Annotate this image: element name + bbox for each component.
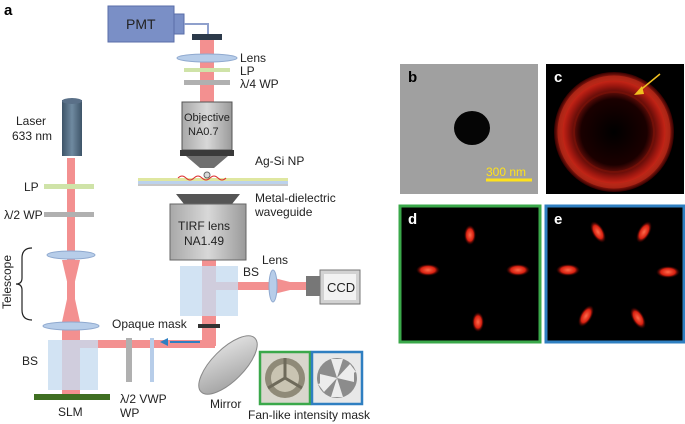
vwp-1 (126, 338, 132, 382)
fan-mask-inset-2 (310, 350, 364, 406)
lens-top-label: Lens (240, 51, 267, 65)
slm (34, 394, 110, 400)
fan-mask-label: Fan-like intensity mask (248, 408, 371, 422)
panel-c-letter: c (554, 69, 563, 86)
tirf-label-1: TIRF lens (178, 219, 231, 233)
scale-bar-label: 300 nm (486, 165, 527, 179)
vwp-2 (150, 338, 154, 382)
lens-right (268, 269, 278, 303)
vwp-label-2: WP (120, 406, 140, 420)
metal-dielectric-waveguide (138, 171, 288, 186)
tirf-lens (169, 194, 247, 261)
qwp-label: λ/4 WP (240, 77, 279, 91)
bs-right-label: BS (243, 265, 260, 279)
hwp-left-label: λ/2 WP (4, 208, 43, 222)
lp-top (184, 68, 230, 72)
panel-b-letter: b (408, 69, 418, 86)
lp-top-label: LP (240, 64, 255, 78)
objective (180, 101, 234, 168)
telescope-lens-1 (46, 250, 96, 260)
pmt-label: PMT (126, 16, 156, 32)
panel-e-letter: e (554, 211, 563, 228)
laser-label-1: Laser (16, 114, 47, 128)
lens-top (176, 53, 238, 63)
panel-d-psf (398, 204, 542, 344)
vwp-label-1: λ/2 VWP (120, 392, 167, 406)
mirror (198, 335, 258, 395)
panel-d-letter: d (408, 211, 418, 228)
panel-b-sem-image (400, 64, 538, 194)
ccd-camera (306, 269, 361, 305)
opaque-mask (198, 324, 220, 328)
lens-right-label: Lens (262, 253, 289, 267)
beam-splitter-left (48, 340, 98, 390)
slm-label: SLM (58, 405, 83, 419)
ccd-label: CCD (327, 280, 356, 295)
lp-left (44, 184, 94, 189)
beam-arrow (160, 338, 200, 346)
waveguide-label-1: Metal-dielectric (255, 191, 336, 205)
panel-c-ring-image (546, 64, 684, 194)
panel-a-letter: a (4, 2, 13, 19)
laser-label-2: 633 nm (12, 129, 53, 143)
objective-label-1: Objective (184, 112, 230, 124)
objective-label-2: NA0.7 (188, 126, 219, 138)
bs-left-label: BS (22, 354, 39, 368)
mirror-label: Mirror (210, 397, 242, 411)
panel-e-psf (544, 204, 685, 344)
telescope-label: Telescope (0, 254, 15, 310)
telescope-brace (15, 247, 33, 321)
waveguide-label-2: waveguide (255, 205, 313, 219)
qwp-top (184, 80, 230, 85)
pmt-detector (107, 5, 222, 43)
telescope-lens-2 (42, 321, 100, 331)
opaque-mask-label: Opaque mask (112, 317, 187, 331)
lp-left-label: LP (24, 180, 39, 194)
fan-mask-inset-1 (258, 350, 312, 406)
tirf-label-2: NA1.49 (184, 234, 225, 248)
laser-source (62, 98, 82, 156)
ag-si-np-label: Ag-Si NP (255, 154, 305, 168)
beam-splitter-right (180, 266, 238, 316)
hwp-left (44, 212, 94, 217)
